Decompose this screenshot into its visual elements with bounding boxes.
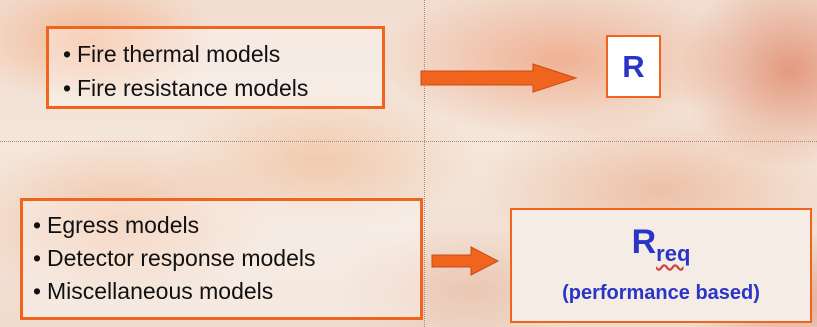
list-item: •Fire resistance models bbox=[63, 71, 382, 105]
top-models-box: •Fire thermal models •Fire resistance mo… bbox=[46, 26, 385, 109]
bottom-models-list: •Egress models •Detector response models… bbox=[33, 209, 420, 308]
bottom-models-box: •Egress models •Detector response models… bbox=[20, 198, 423, 320]
result-r-label: R bbox=[622, 48, 645, 84]
bullet: • bbox=[33, 212, 42, 238]
horizontal-divider bbox=[0, 141, 817, 142]
list-item: •Egress models bbox=[33, 209, 420, 242]
bullet: • bbox=[33, 278, 42, 304]
model-label: Detector response models bbox=[47, 245, 316, 271]
bullet: • bbox=[33, 245, 42, 271]
list-item: •Miscellaneous models bbox=[33, 275, 420, 308]
list-item: •Detector response models bbox=[33, 242, 420, 275]
model-label: Egress models bbox=[47, 212, 200, 238]
model-label: Fire resistance models bbox=[77, 75, 309, 101]
performance-note: (performance based) bbox=[562, 282, 760, 304]
rreq-subscript: req bbox=[656, 241, 691, 266]
model-label: Fire thermal models bbox=[77, 41, 281, 67]
top-models-list: •Fire thermal models •Fire resistance mo… bbox=[63, 37, 382, 105]
model-label: Miscellaneous models bbox=[47, 278, 274, 304]
bottom-arrow-icon bbox=[431, 246, 500, 276]
vertical-divider bbox=[424, 0, 425, 327]
result-r-box: R bbox=[606, 35, 661, 98]
list-item: •Fire thermal models bbox=[63, 37, 382, 71]
rreq-symbol: Rreq bbox=[512, 222, 810, 274]
result-rreq-box: Rreq (performance based) bbox=[510, 208, 812, 323]
top-arrow-icon bbox=[420, 63, 578, 93]
bullet: • bbox=[63, 41, 72, 67]
rreq-main-letter: R bbox=[631, 223, 657, 261]
bullet: • bbox=[63, 75, 72, 101]
